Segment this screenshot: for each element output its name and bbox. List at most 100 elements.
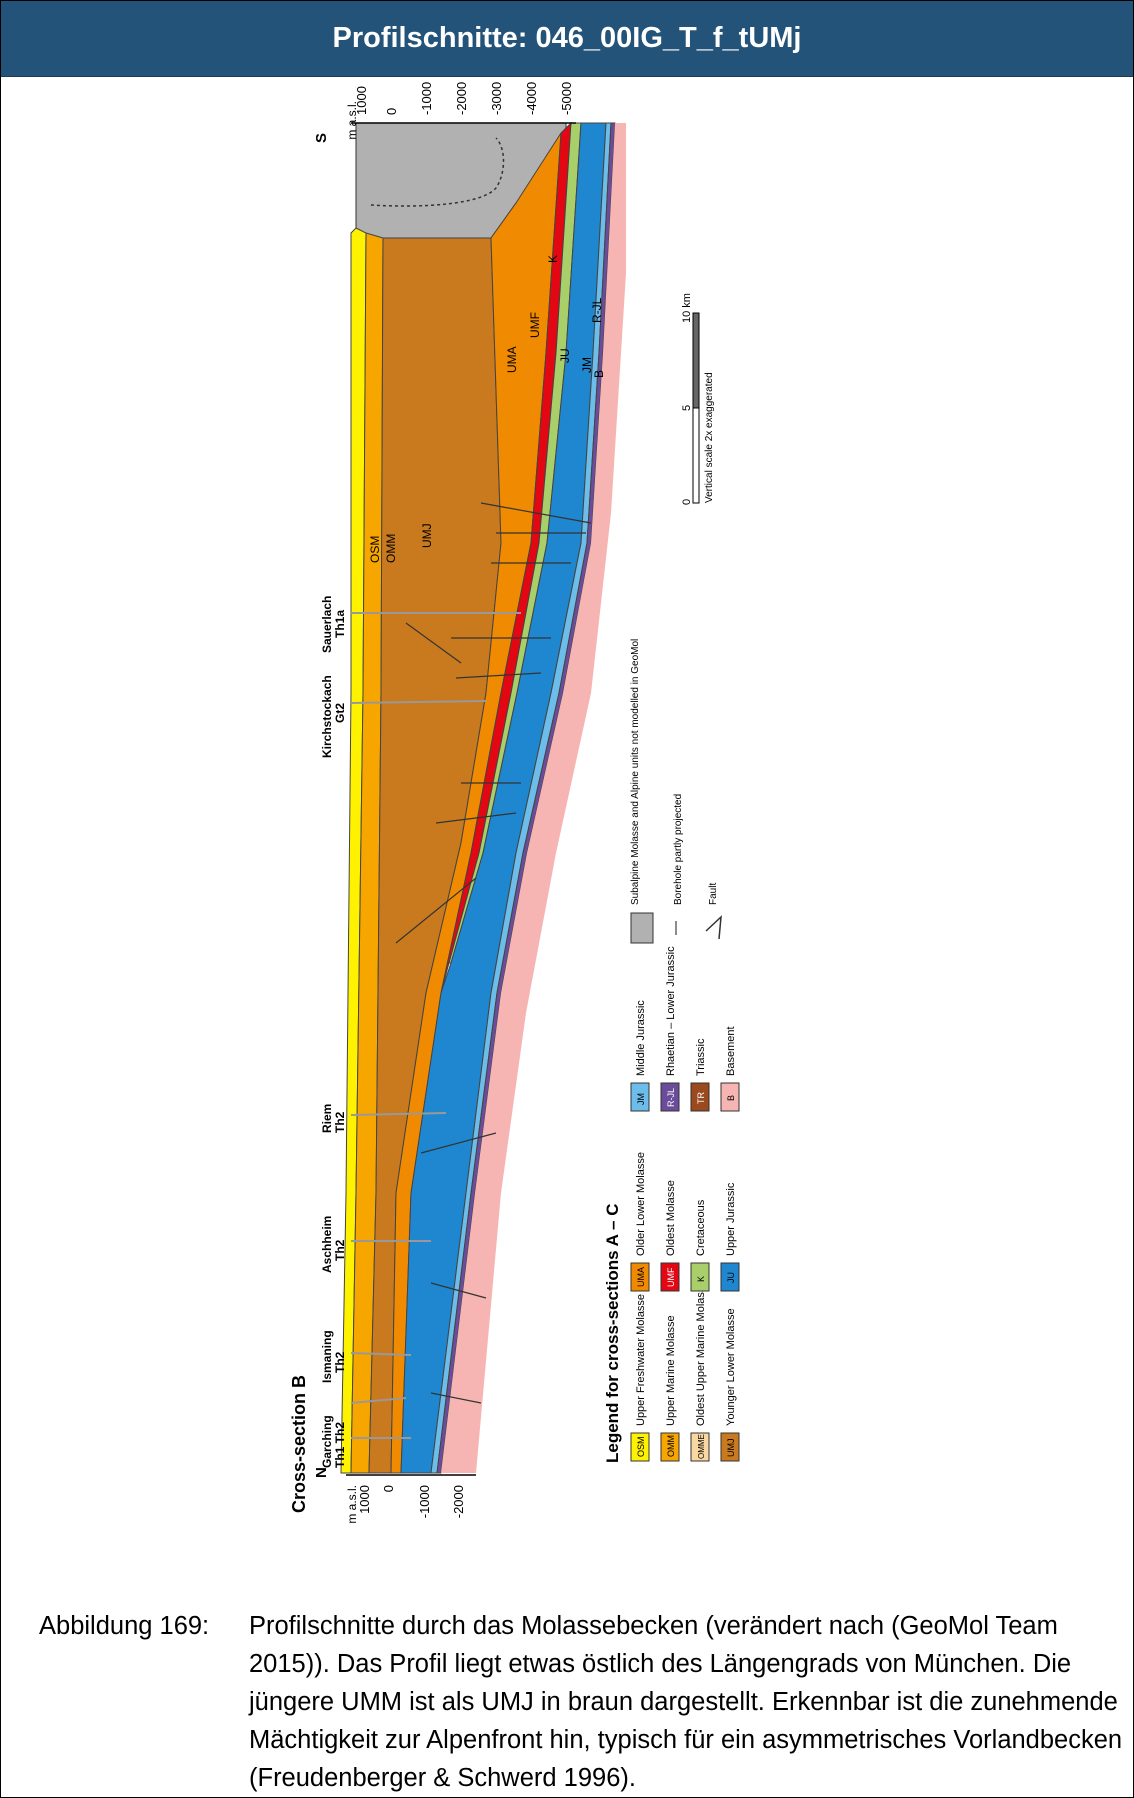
legend-label: Upper Freshwater Molasse [635,1294,647,1426]
unit-label-rjl: R-JL [590,297,604,323]
geology-layers [340,121,626,1474]
borehole-code: Gt2 [333,703,347,723]
legend-code: UMF [666,1267,676,1287]
right-axis-tick: -4000 [524,82,539,115]
legend-code: TR [696,1092,706,1104]
legend-label: Oldest Upper Marine Molasse [695,1280,707,1426]
legend-label: Upper Marine Molasse [665,1315,677,1426]
borehole-code: Th2 [333,1239,347,1261]
right-axis-tick: -3000 [489,82,504,115]
legend-code: JU [726,1272,736,1283]
scale-tick: 0 [681,499,693,505]
legend-swatch-jm [630,1082,650,1112]
legend: Legend for cross-sections A – C OSM Uppe… [603,639,740,1463]
unit-label-umf: UMF [528,312,542,338]
fault-line [395,877,477,944]
legend-label: Triassic [695,1038,707,1076]
borehole-kirchstockach [350,700,487,704]
legend-swatch-tr [690,1082,710,1112]
cross-section-figure: OSM OMM UMJ UMA UMF K JU JM R-JL B m a.s… [289,82,1131,1533]
right-axis-tick: -1000 [419,82,434,115]
left-axis-tick: -2000 [451,1485,466,1518]
borehole-ismaning [350,1352,412,1356]
legend-swatch-ju [720,1262,740,1292]
legend-label: Older Lower Molasse [635,1152,647,1256]
legend-code: JM [636,1093,646,1105]
legend-symbol-label: Fault [708,883,719,905]
legend-label: Middle Jurassic [635,1000,647,1076]
unit-label-osm: OSM [368,536,382,563]
legend-symbol-label: Borehole partly projected [673,794,684,905]
legend-label: Basement [725,1026,737,1076]
unit-label-k: K [546,255,560,263]
scale-tick: 5 [681,405,693,411]
fault-symbol-icon [705,915,722,940]
legend-swatch-omme [690,1432,710,1462]
borehole-name: Ismaning [320,1330,334,1383]
borehole-code: Th1 Th2 [333,1422,347,1468]
header-bar: Profilschnitte: 046_00IG_T_f_tUMj [1,1,1133,77]
fault-line [480,502,592,524]
borehole-code: Th2 [333,1351,347,1373]
unit-label-ju: JU [558,348,572,363]
borehole-name: Kirchstockach [320,675,334,758]
fault-line [430,1392,482,1404]
right-axis: m a.s.l. 1000 0 -1000 -2000 -3000 -4000 … [313,82,576,143]
unit-label-jm: JM [580,357,594,373]
scale-tick: 10 km [681,293,693,323]
legend-items: OSM Upper Freshwater Molasse OMM Upper M… [630,639,740,1462]
legend-swatch-k [690,1262,710,1292]
legend-label: Oldest Molasse [665,1180,677,1256]
borehole-name: Riem [320,1104,334,1133]
header-title: Profilschnitte: 046_00IG_T_f_tUMj [332,22,802,54]
right-axis-tick: 0 [384,108,399,115]
legend-title: Legend for cross-sections A – C [603,1204,622,1463]
legend-label: Cretaceous [695,1199,707,1256]
legend-swatch-uma [630,1262,650,1292]
legend-swatch-osm [630,1432,650,1462]
legend-code: R-JL [666,1088,676,1107]
fault-line [435,812,517,824]
legend-swatch-umj [720,1432,740,1462]
faults [395,502,592,1404]
borehole-garching-1 [350,1397,407,1404]
caption-text: Profilschnitte durch das Molassebecken (… [249,1612,1123,1792]
legend-label: Younger Lower Molasse [725,1308,737,1426]
left-axis-tick: 0 [381,1485,396,1492]
unit-label-omm: OMM [384,534,398,563]
legend-code: UMJ [726,1439,736,1458]
south-label: S [313,133,330,143]
subalpine-dashed-line [370,137,505,207]
legend-swatch-omm [660,1432,680,1462]
legend-code: OMM [666,1435,676,1457]
borehole-name: Garching [320,1415,334,1468]
legend-code: OSM [636,1436,646,1457]
unit-label-b: B [592,370,606,378]
borehole-name: Aschheim [320,1216,334,1273]
fault-line [420,1132,497,1154]
legend-code: UMA [636,1267,646,1287]
caption-label: Abbildung 169: [39,1612,210,1640]
scale-bar: 0 5 10 km Vertical scale 2x exaggerated [681,293,715,505]
legend-code: B [726,1095,736,1101]
cross-section-svg: OSM OMM UMJ UMA UMF K JU JM R-JL B m a.s… [289,82,740,1524]
legend-swatch-umf [660,1262,680,1292]
scale-bar-fill [692,312,700,409]
legend-code: K [696,1276,706,1282]
fault-line [405,622,462,664]
legend-label: Upper Jurassic [725,1182,737,1256]
right-axis-unit: m a.s.l. [345,101,359,140]
legend-swatch-subalpine [630,912,654,944]
unit-label-umj: UMJ [420,523,434,548]
north-label: N [313,1467,330,1478]
right-axis-tick: -5000 [559,82,574,115]
cross-section-title: Cross-section B [289,1375,309,1513]
boreholes [350,612,521,1439]
borehole-riem [350,1112,447,1116]
legend-label: Rhaetian – Lower Jurassic [665,946,677,1076]
legend-swatch-rjl [660,1082,680,1112]
legend-symbol-label: Subalpine Molasse and Alpine units not m… [630,639,641,905]
legend-swatch-b [720,1082,740,1112]
borehole-labels: Sauerlach Th1a Kirchstockach Gt2 Riem Th… [320,596,347,1468]
borehole-name: Sauerlach [320,596,334,653]
